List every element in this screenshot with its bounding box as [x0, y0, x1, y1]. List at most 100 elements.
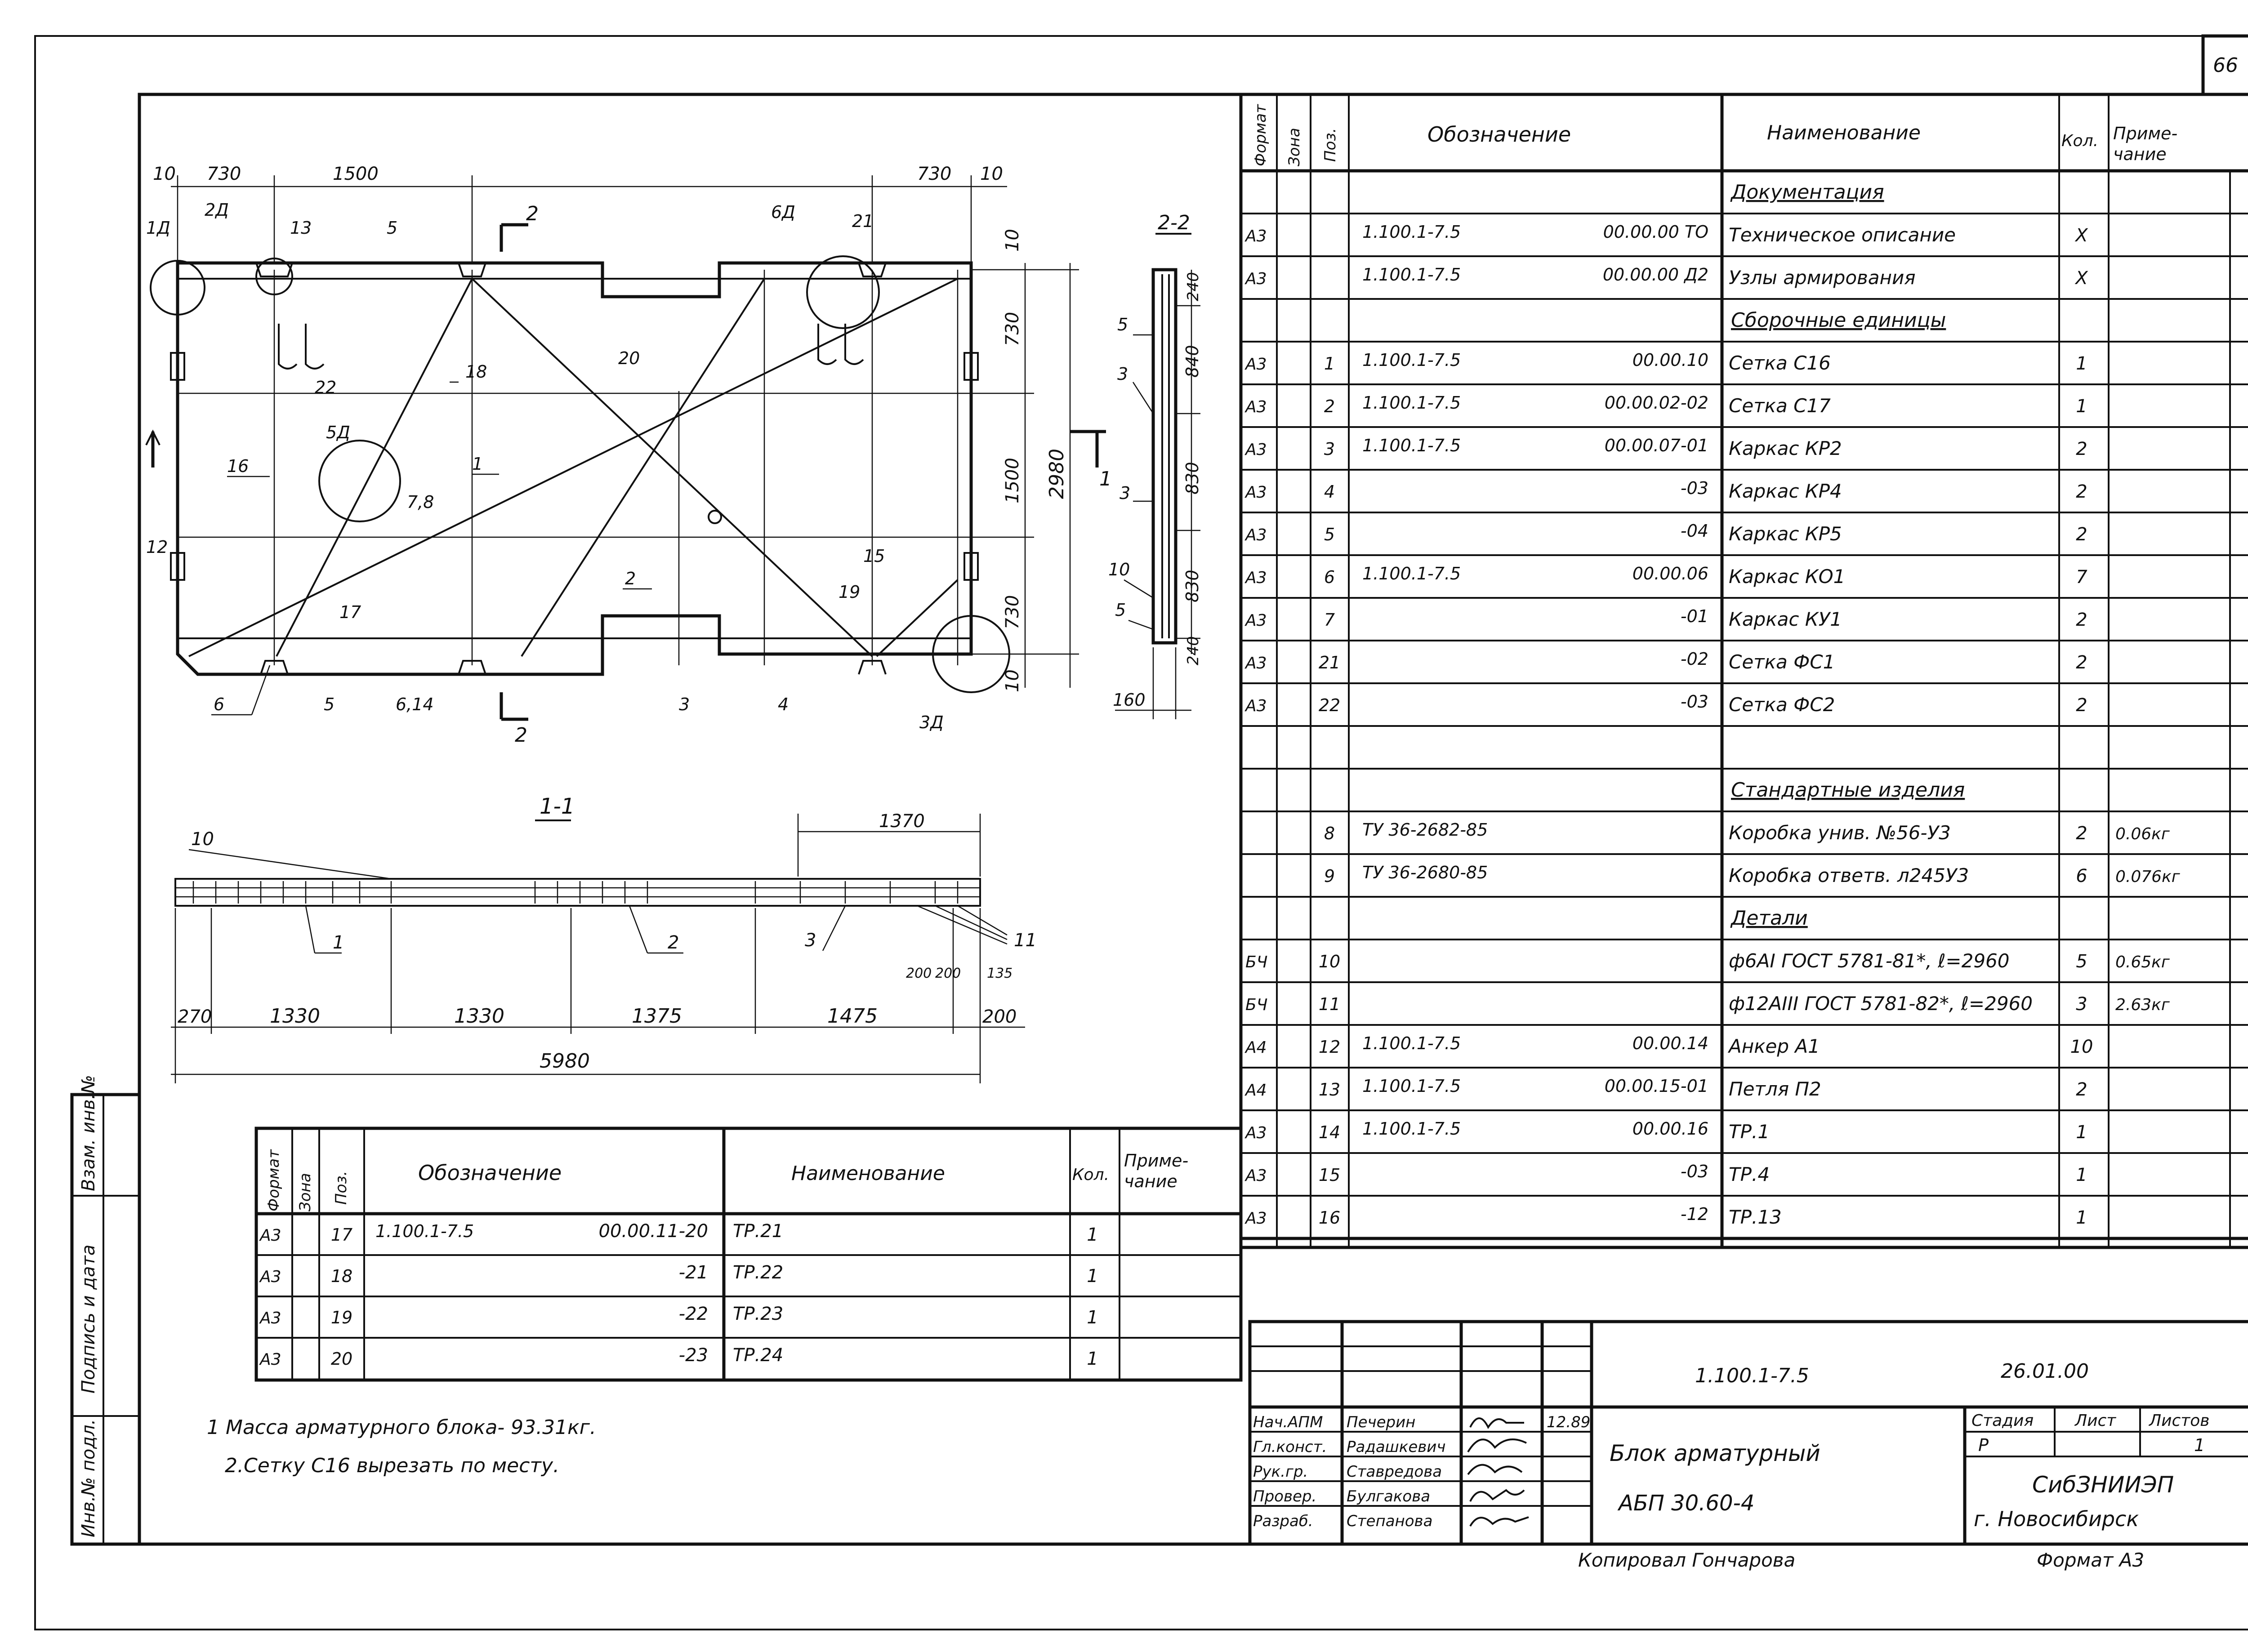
- section-1-1-label-11: 11: [1014, 930, 1037, 951]
- small-spec-row-2-name: ТР.23: [733, 1304, 783, 1324]
- spec-row-19-name: ф12АIII ГОСТ 5781-82*, ℓ=2960: [1729, 993, 2033, 1015]
- dim-right-5: 10: [1002, 669, 1023, 692]
- spec-row-9-pos: 6: [1324, 567, 1335, 587]
- callout-3: 3: [679, 695, 690, 714]
- spec-row-10-format: А3: [1244, 611, 1267, 630]
- spec-row-8-pos: 5: [1324, 525, 1335, 544]
- title-person-3: Ставредова: [1347, 1463, 1442, 1481]
- callout-18: 18: [465, 362, 487, 382]
- spec-row-19-format: БЧ: [1245, 996, 1267, 1014]
- spec-row-5-name: Сетка С17: [1729, 395, 1831, 417]
- spec-row-18-note: 0.65кг: [2115, 953, 2170, 971]
- callout-5-bottom: 5: [324, 695, 335, 714]
- small-spec-row-1-qty: 1: [1087, 1266, 1098, 1287]
- dim-top-3: 1500: [333, 164, 379, 184]
- section-2-2-title: 2-2: [1158, 211, 1190, 234]
- callout-6: 6: [214, 695, 224, 714]
- spec-row-15-pos: 8: [1324, 824, 1335, 843]
- spec-row-15-note: 0.06кг: [2115, 825, 2170, 843]
- section-2-top: 2: [526, 202, 539, 225]
- title-year: 12.89: [1547, 1413, 1590, 1431]
- small-spec-row-3-qty: 1: [1087, 1349, 1098, 1369]
- spec-header-format: Формат: [1252, 104, 1270, 166]
- spec-row-20-sub: 00.00.14: [1632, 1033, 1708, 1053]
- section-1-1-label-2: 2: [668, 932, 679, 953]
- section-1-1-label-3: 3: [805, 930, 816, 951]
- spec-row-19-pos: 11: [1319, 994, 1340, 1014]
- side-stamp-replace: Взам. инв.№: [78, 1075, 99, 1191]
- spec-row-20-code: 1.100.1-7.5: [1362, 1033, 1461, 1053]
- title-sheets: 1: [2194, 1435, 2205, 1455]
- section-2-2-label-2: 3: [1117, 364, 1128, 384]
- callout-1: 1: [472, 454, 483, 474]
- title-role-2: Гл.конст.: [1253, 1438, 1327, 1456]
- spec-row-19-qty: 3: [2076, 994, 2087, 1015]
- title-stage: Р: [1978, 1435, 1989, 1455]
- spec-row-6-pos: 3: [1324, 439, 1335, 459]
- title-role-4: Провер.: [1253, 1487, 1316, 1505]
- section-1-1-small-dim-2: 200: [935, 966, 961, 981]
- section-2-2-dim-4: 830: [1182, 570, 1202, 602]
- spec-row-17-name: Детали: [1730, 907, 1808, 930]
- callout-3d: 3Д: [919, 712, 944, 732]
- spec-row-24-pos: 16: [1319, 1208, 1340, 1228]
- side-stamp-inv: Инв.№ подл.: [78, 1419, 99, 1537]
- section-2-2-label-5: 5: [1115, 600, 1126, 620]
- section-1-1-total: 5980: [540, 1050, 590, 1073]
- spec-header-zone: Зона: [1285, 128, 1303, 166]
- spec-row-9-name: Каркас КО1: [1729, 566, 1845, 588]
- spec-row-5-code: 1.100.1-7.5: [1362, 393, 1461, 413]
- spec-row-21-pos: 13: [1319, 1080, 1340, 1100]
- spec-header-qty: Кол.: [2061, 132, 2098, 150]
- spec-row-14-name: Стандартные изделия: [1731, 779, 1965, 802]
- callout-2: 2: [625, 569, 636, 588]
- section-1-1-label-1: 1: [333, 932, 344, 953]
- spec-row-22-sub: 00.00.16: [1632, 1119, 1708, 1139]
- signature-2: [1467, 1438, 1527, 1453]
- small-spec-row-3-format: А3: [259, 1350, 281, 1369]
- callout-16: 16: [227, 456, 249, 476]
- spec-row-22-code: 1.100.1-7.5: [1362, 1119, 1461, 1139]
- small-spec-header-pos: Поз.: [332, 1171, 350, 1205]
- callout-20: 20: [618, 348, 640, 368]
- small-spec-row-0-name: ТР.21: [733, 1221, 783, 1242]
- section-2-2-dim-3: 830: [1182, 462, 1202, 494]
- small-spec-row-0-qty: 1: [1087, 1225, 1098, 1245]
- callout-4: 4: [778, 695, 789, 714]
- spec-row-7-name: Каркас КР4: [1729, 480, 1842, 502]
- small-spec-header-name: Наименование: [791, 1162, 945, 1185]
- title-role-3: Рук.гр.: [1253, 1463, 1308, 1481]
- spec-row-12-pos: 22: [1319, 695, 1340, 715]
- spec-row-15-name: Коробка унив. №56-У3: [1729, 822, 1951, 844]
- spec-row-8-format: А3: [1244, 526, 1267, 544]
- spec-row-6-code: 1.100.1-7.5: [1362, 436, 1461, 455]
- spec-row-6-sub: 00.00.07-01: [1605, 436, 1708, 455]
- dim-top-5: 10: [980, 164, 1003, 184]
- spec-row-18-format: БЧ: [1245, 953, 1267, 971]
- section-1-1-top-dim: 1370: [879, 811, 925, 832]
- section-1-1-dim-270: 270: [178, 1006, 212, 1027]
- small-spec-row-1-sub: -21: [679, 1262, 708, 1283]
- spec-row-16-pos: 9: [1324, 866, 1335, 886]
- spec-header-designation: Обозначение: [1427, 122, 1571, 147]
- spec-row-20-format: А4: [1244, 1038, 1267, 1057]
- spec-table: Формат Зона Поз. Обозначение Наименовани…: [1239, 93, 2248, 1249]
- spec-row-4-pos: 1: [1324, 354, 1335, 374]
- section-2-bottom: 2: [515, 724, 527, 747]
- spec-row-9-code: 1.100.1-7.5: [1362, 564, 1461, 583]
- spec-row-9-qty: 7: [2076, 567, 2087, 588]
- title-person-1: Печерин: [1347, 1413, 1415, 1431]
- spec-row-12-qty: 2: [2076, 695, 2087, 716]
- outer-border: [34, 35, 2248, 1630]
- spec-row-16-name: Коробка ответв. л245У3: [1729, 864, 1969, 886]
- small-spec-header-zone: Зона: [296, 1173, 314, 1211]
- spec-row-2-name: Узлы армирования: [1729, 267, 1916, 289]
- spec-row-19-note: 2.63кг: [2115, 996, 2170, 1014]
- title-date: 26.01.00: [2001, 1360, 2089, 1383]
- section-2-2-label-4: 10: [1108, 560, 1130, 579]
- spec-row-6-name: Каркас КР2: [1729, 437, 1842, 459]
- spec-row-11-pos: 21: [1319, 653, 1340, 672]
- spec-row-7-pos: 4: [1324, 482, 1335, 502]
